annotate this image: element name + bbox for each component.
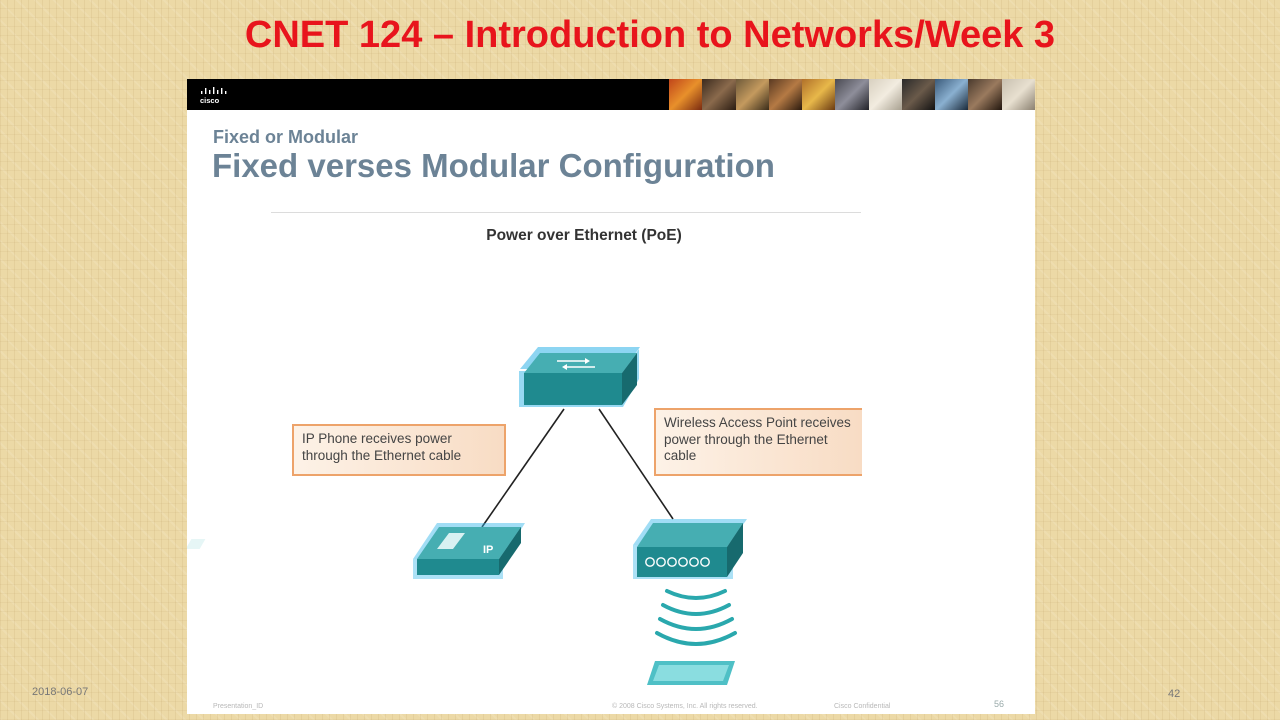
phone-cable [481, 408, 565, 528]
slide-title: CNET 124 – Introduction to Networks/Week… [244, 14, 1056, 56]
footer-confidential: Cisco Confidential [834, 703, 891, 710]
ip-phone-icon: IP [187, 523, 525, 579]
cisco-logo-icon: cisco [200, 87, 227, 105]
ap-cable [598, 408, 674, 520]
inner-page-number: 56 [994, 699, 1005, 709]
embedded-slide-panel: cisco Fixed or Modular Fixed verses Modu… [187, 79, 1035, 714]
switch-icon [519, 347, 640, 407]
poe-diagram: Power over Ethernet (PoE) IP [187, 227, 747, 685]
ap-power-callout: Wireless Access Point receives power thr… [654, 408, 862, 476]
slide-number: 42 [1168, 688, 1181, 700]
diagram-title: Power over Ethernet (PoE) [486, 227, 682, 244]
cisco-header-bar: cisco [187, 79, 1035, 110]
people-photo-strip [669, 79, 1035, 110]
slide-date: 2018-06-07 [32, 686, 89, 698]
phone-power-callout: IP Phone receives power through the Ethe… [292, 424, 506, 476]
divider [271, 212, 861, 213]
phone-ip-label: IP [483, 544, 493, 556]
section-kicker: Fixed or Modular [213, 127, 359, 147]
access-point-icon [633, 519, 747, 579]
wireless-waves-icon [655, 589, 737, 646]
cisco-wordmark: cisco [200, 96, 220, 105]
slide-heading: Fixed verses Modular Configuration [212, 147, 775, 184]
footer-presentation-id: Presentation_ID [213, 703, 264, 710]
footer-copyright: © 2008 Cisco Systems, Inc. All rights re… [612, 703, 758, 710]
